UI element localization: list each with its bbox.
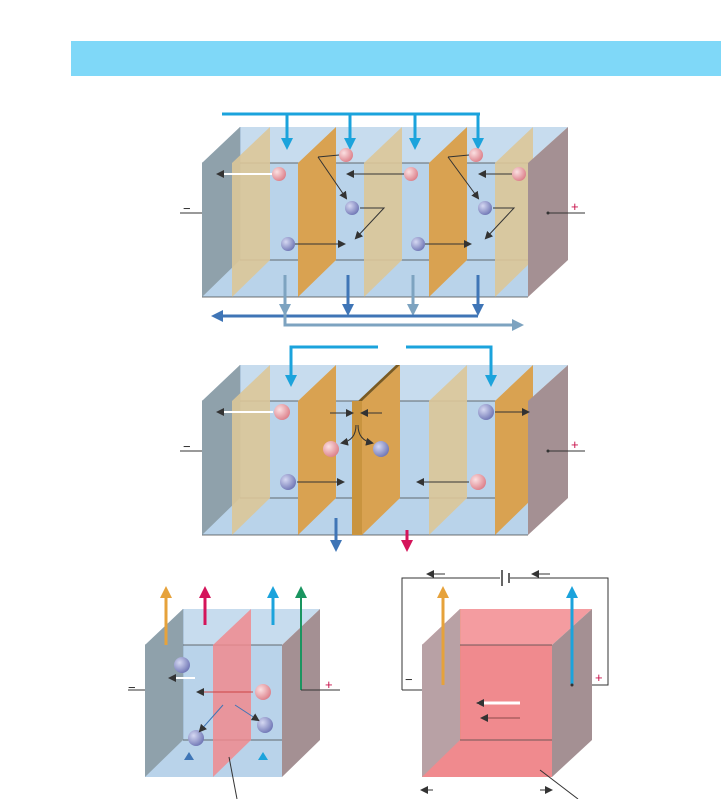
anion — [188, 730, 204, 746]
anion — [373, 441, 389, 457]
left-terminal-sign: − — [128, 680, 136, 695]
cation — [255, 684, 271, 700]
cation — [274, 404, 290, 420]
right-terminal-sign: + — [595, 670, 603, 685]
cation-exchange-membrane — [213, 609, 251, 777]
cathode-plate — [202, 365, 240, 535]
anion — [257, 717, 273, 733]
left-terminal-sign: − — [183, 201, 191, 216]
cation — [323, 441, 339, 457]
membrane — [232, 365, 270, 535]
cathode-plate — [422, 609, 460, 777]
cathode-plate — [145, 609, 183, 777]
panel-bipolar-membrane-cell: − + — [180, 345, 585, 552]
diluate-manifold — [283, 312, 524, 331]
panel-two-compartment-cell: − + — [128, 586, 340, 799]
left-terminal-sign: − — [405, 672, 413, 687]
cation — [404, 167, 418, 181]
left-terminal-sign: − — [183, 439, 191, 454]
right-terminal-sign: + — [571, 437, 579, 452]
anion — [280, 474, 296, 490]
cation — [339, 148, 353, 162]
panel-single-compartment-cell: − + — [401, 570, 609, 799]
anode-plate — [282, 609, 320, 777]
membrane — [495, 365, 533, 535]
membrane — [298, 365, 336, 535]
anode-plate — [552, 609, 592, 777]
anion — [345, 201, 359, 215]
panel-electrodialysis-stack: − + — [180, 112, 585, 331]
bipolar-membrane-edge — [352, 401, 362, 535]
cation — [470, 474, 486, 490]
cation — [512, 167, 526, 181]
anion — [411, 237, 425, 251]
external-circuit — [401, 577, 500, 690]
cation — [469, 148, 483, 162]
anion — [478, 404, 494, 420]
right-terminal-sign: + — [325, 677, 333, 692]
cathode-plate — [202, 127, 240, 297]
anion — [174, 657, 190, 673]
membrane — [232, 127, 270, 297]
cation — [272, 167, 286, 181]
right-terminal-sign: + — [571, 199, 579, 214]
anion — [478, 201, 492, 215]
anion — [281, 237, 295, 251]
membrane — [429, 365, 467, 535]
membrane — [364, 127, 402, 297]
header-banner — [71, 41, 721, 76]
